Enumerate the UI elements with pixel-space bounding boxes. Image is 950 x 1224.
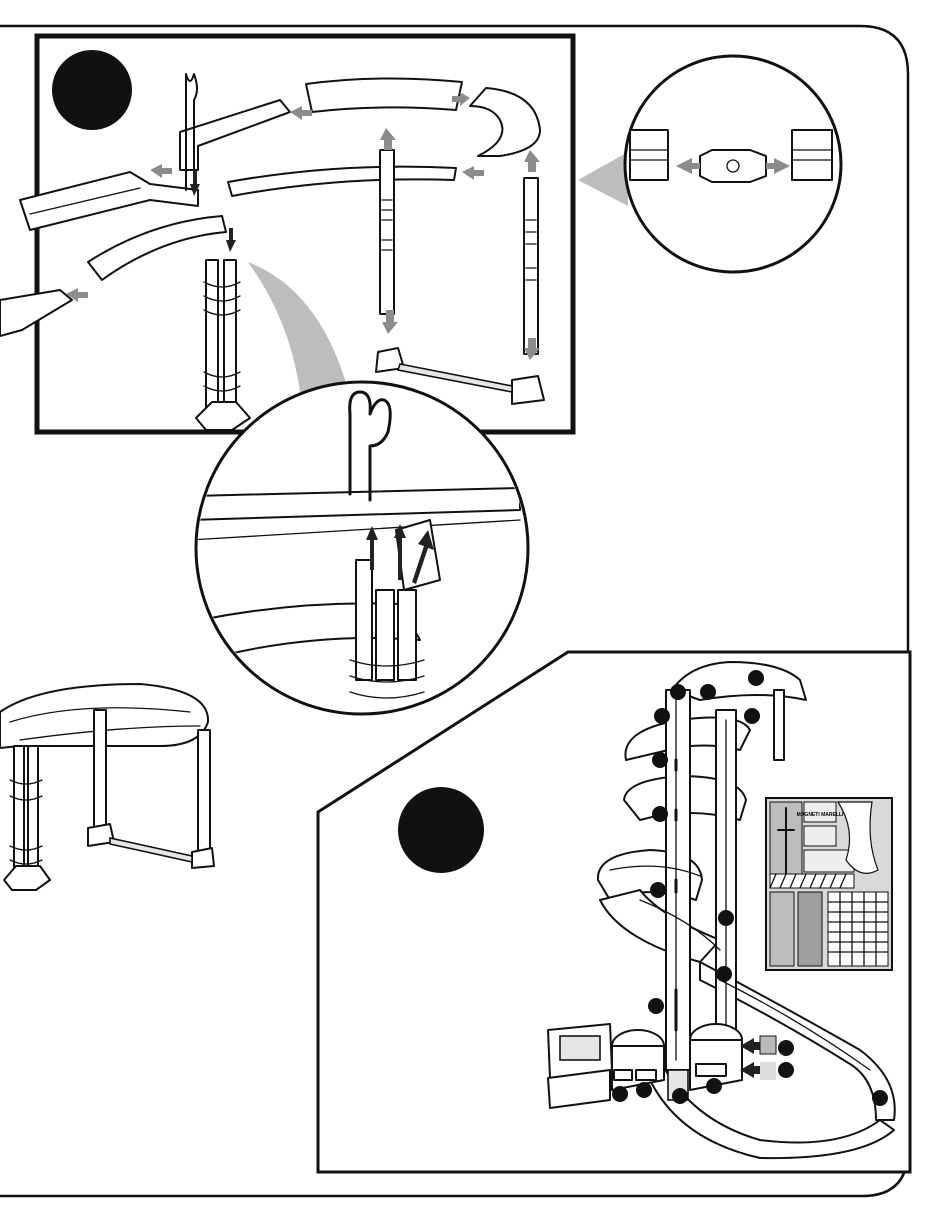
track-end-right xyxy=(792,130,832,180)
support-post-middle xyxy=(380,150,394,314)
sticker-arrow-strip-2 xyxy=(798,892,822,966)
sticker-sample-1 xyxy=(760,1036,776,1054)
support-post-right xyxy=(524,178,538,354)
top-curve-track xyxy=(306,78,462,112)
base-foot-right xyxy=(512,376,544,404)
track-connector-clip xyxy=(700,150,766,182)
sticker-logo-text: MAGNETI MARELLI xyxy=(797,812,844,818)
track-end-left xyxy=(630,130,668,180)
sticker-arrow-strip-1 xyxy=(770,892,794,966)
step-a-panel xyxy=(0,36,573,432)
callout-wedge-connector xyxy=(578,152,628,206)
sticker-sheet: MAGNETI MARELLI xyxy=(766,798,892,970)
assembled-post-middle xyxy=(94,710,106,832)
sticker-stripe-block xyxy=(828,892,888,966)
connector-detail-callout xyxy=(578,56,841,272)
assembled-post-left xyxy=(4,746,50,890)
assembled-loop-section xyxy=(0,684,214,890)
step-b-number-badge xyxy=(398,787,484,873)
assembled-post-right xyxy=(198,730,210,856)
sticker-sample-2 xyxy=(760,1062,776,1080)
step-b-panel: MAGNETI MARELLI xyxy=(318,652,910,1172)
step-a-number-badge xyxy=(52,50,132,130)
